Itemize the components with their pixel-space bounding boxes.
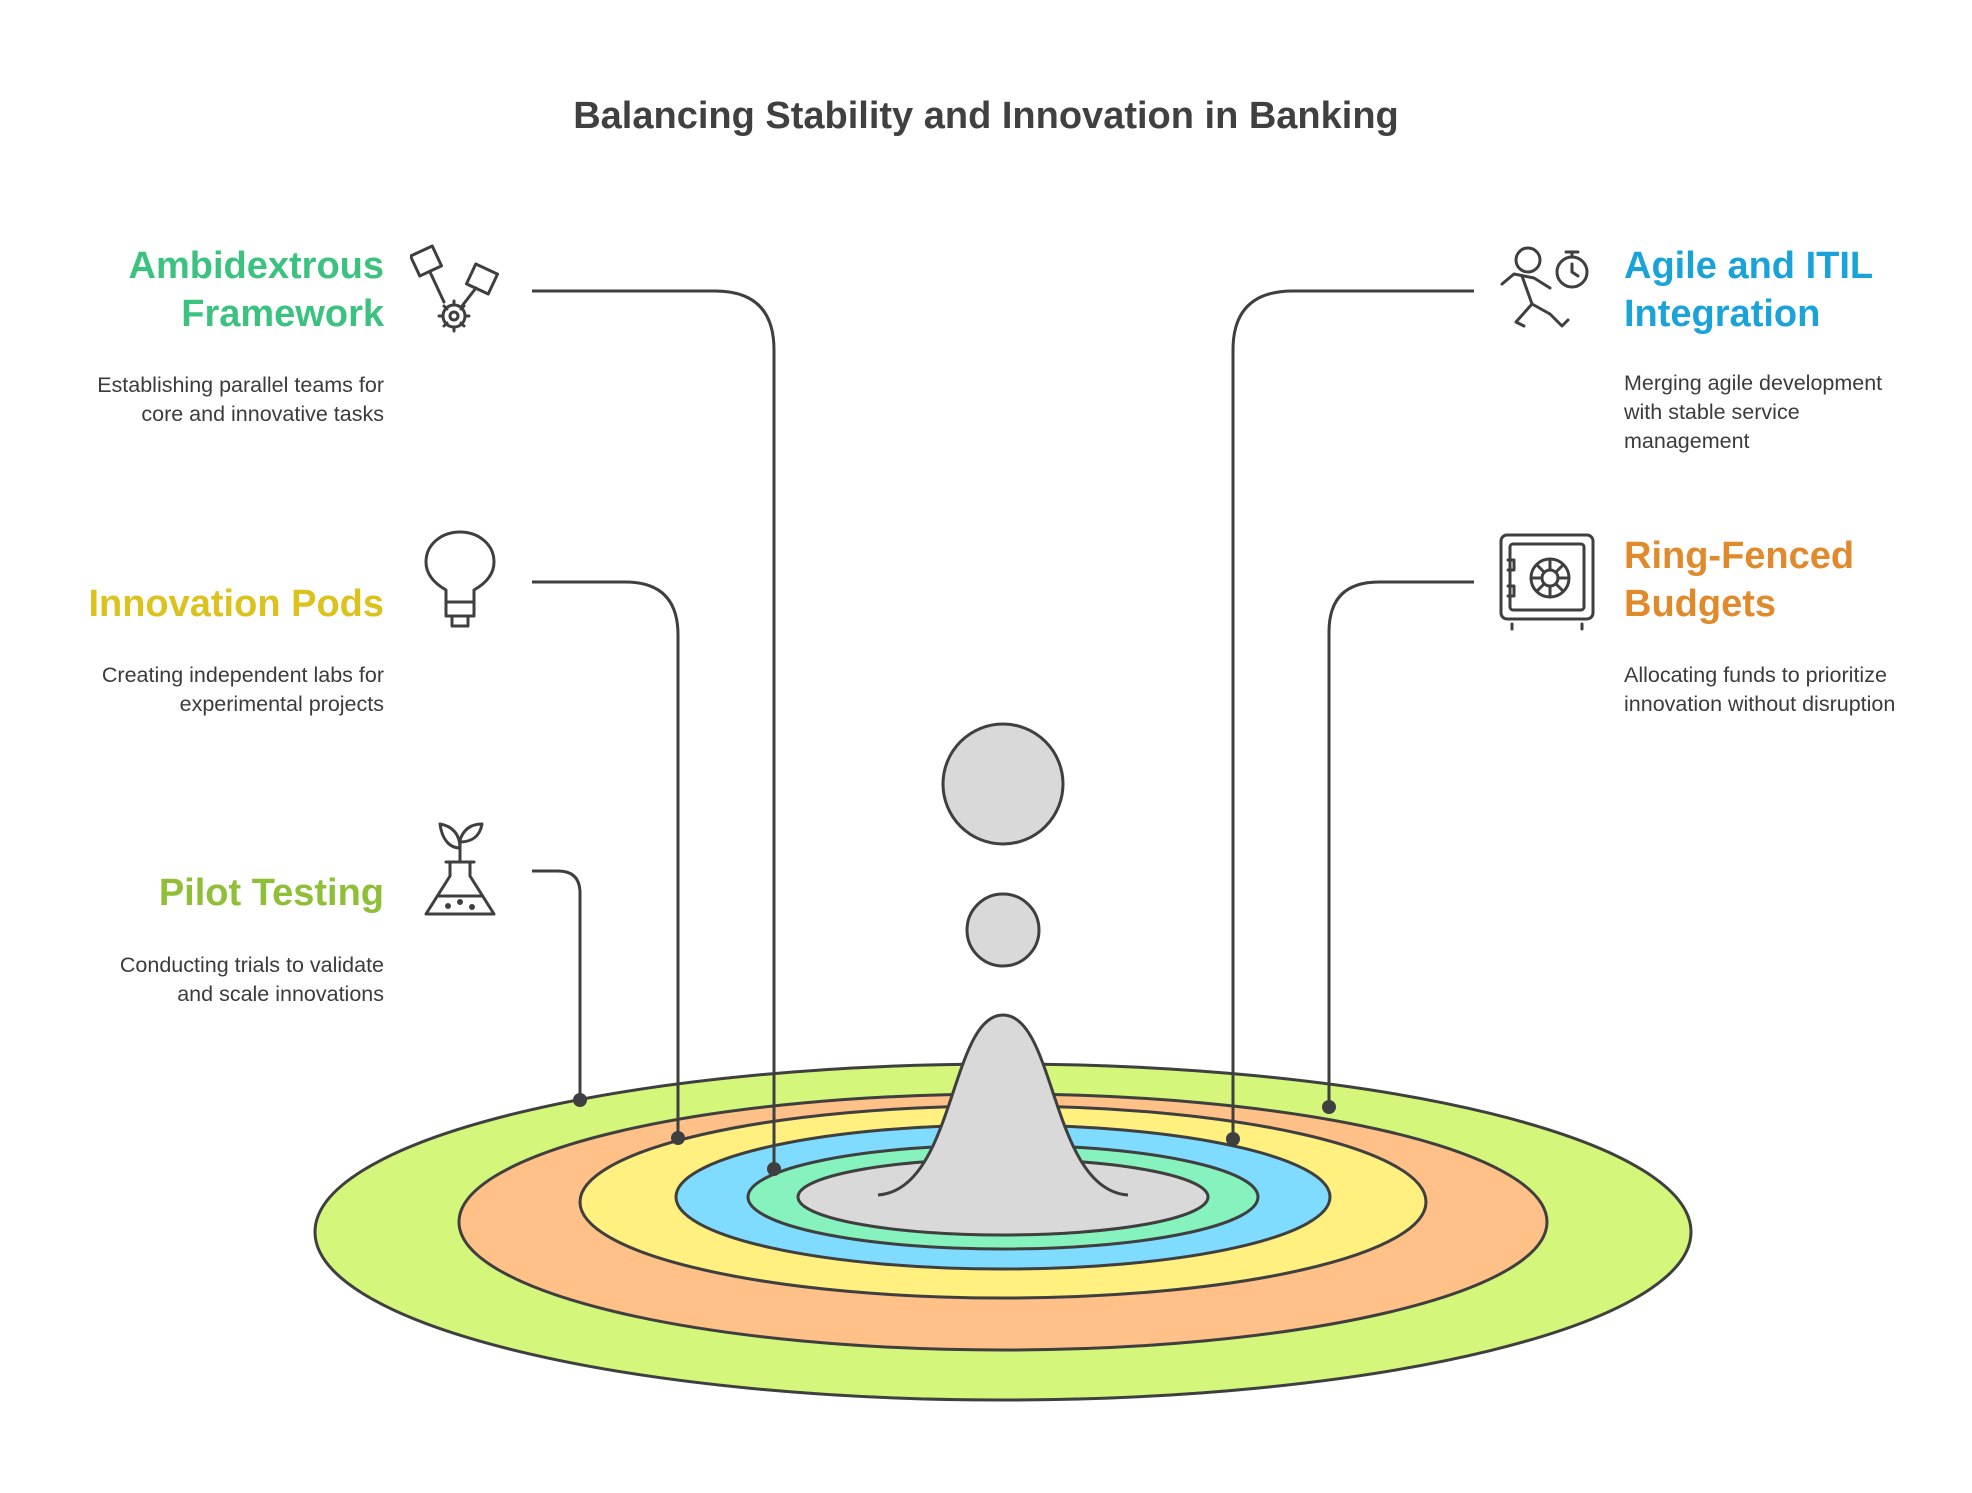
runner-stopwatch-icon <box>1500 246 1589 328</box>
connector-ring-fenced <box>1327 580 1474 1107</box>
lightbulb-icon <box>424 530 496 628</box>
tools-gear-icon <box>410 244 500 333</box>
page-title: Balancing Stability and Innovation in Ba… <box>573 95 1399 137</box>
safe-icon <box>1499 533 1595 631</box>
heading-line: Innovation Pods <box>88 583 384 625</box>
connector-dot-pilot-testing <box>573 1093 587 1107</box>
heading-line: Agile and ITIL <box>1624 245 1874 287</box>
heading-agile-itil-integration: Agile and ITIL Integration <box>1624 242 1873 338</box>
desc-line: core and innovative tasks <box>141 402 384 426</box>
heading-pilot-testing: Pilot Testing <box>159 869 384 917</box>
heading-ring-fenced-budgets: Ring-Fenced Budgets <box>1624 532 1854 628</box>
desc-line: Establishing parallel teams for <box>97 373 384 397</box>
desc-line: with stable service <box>1624 400 1800 424</box>
heading-line: Budgets <box>1624 583 1776 625</box>
heading-innovation-pods: Innovation Pods <box>88 580 384 628</box>
desc-line: Merging agile development <box>1624 371 1883 395</box>
heading-ambidextrous-framework: Ambidextrous Framework <box>129 242 384 338</box>
connector-pilot-testing <box>532 869 582 1100</box>
desc-line: Conducting trials to validate <box>119 953 384 977</box>
heading-line: Pilot Testing <box>158 872 384 914</box>
flask-sprout-icon <box>424 822 496 916</box>
connector-innovation-pods <box>532 580 680 1138</box>
splash-peak <box>877 1013 1129 1197</box>
desc-line: innovation without disruption <box>1624 692 1896 716</box>
connector-dot-innovation-pods <box>671 1131 685 1145</box>
connector-dot-agile-itil <box>1226 1132 1240 1146</box>
heading-line: Integration <box>1624 293 1821 335</box>
connector-dot-ring-fenced <box>1322 1100 1336 1114</box>
desc-agile-itil-integration: Merging agile development with stable se… <box>1624 369 1882 456</box>
desc-line: Allocating funds to prioritize <box>1624 663 1887 687</box>
connector-dot-ambidextrous <box>767 1162 781 1176</box>
heading-line: Ambidextrous <box>128 245 384 287</box>
desc-line: management <box>1624 429 1750 453</box>
desc-ambidextrous-framework: Establishing parallel teams for core and… <box>97 371 384 429</box>
droplet-large <box>941 722 1065 846</box>
desc-pilot-testing: Conducting trials to validate and scale … <box>120 951 384 1009</box>
heading-line: Framework <box>181 293 384 335</box>
desc-innovation-pods: Creating independent labs for experiment… <box>102 661 384 719</box>
droplet-small <box>965 892 1041 968</box>
connector-ambidextrous <box>532 289 776 1169</box>
desc-line: Creating independent labs for <box>101 663 384 687</box>
desc-ring-fenced-budgets: Allocating funds to prioritize innovatio… <box>1624 661 1895 719</box>
desc-line: and scale innovations <box>177 982 384 1006</box>
heading-line: Ring-Fenced <box>1624 535 1855 577</box>
connector-agile-itil <box>1231 289 1474 1139</box>
desc-line: experimental projects <box>179 692 384 716</box>
